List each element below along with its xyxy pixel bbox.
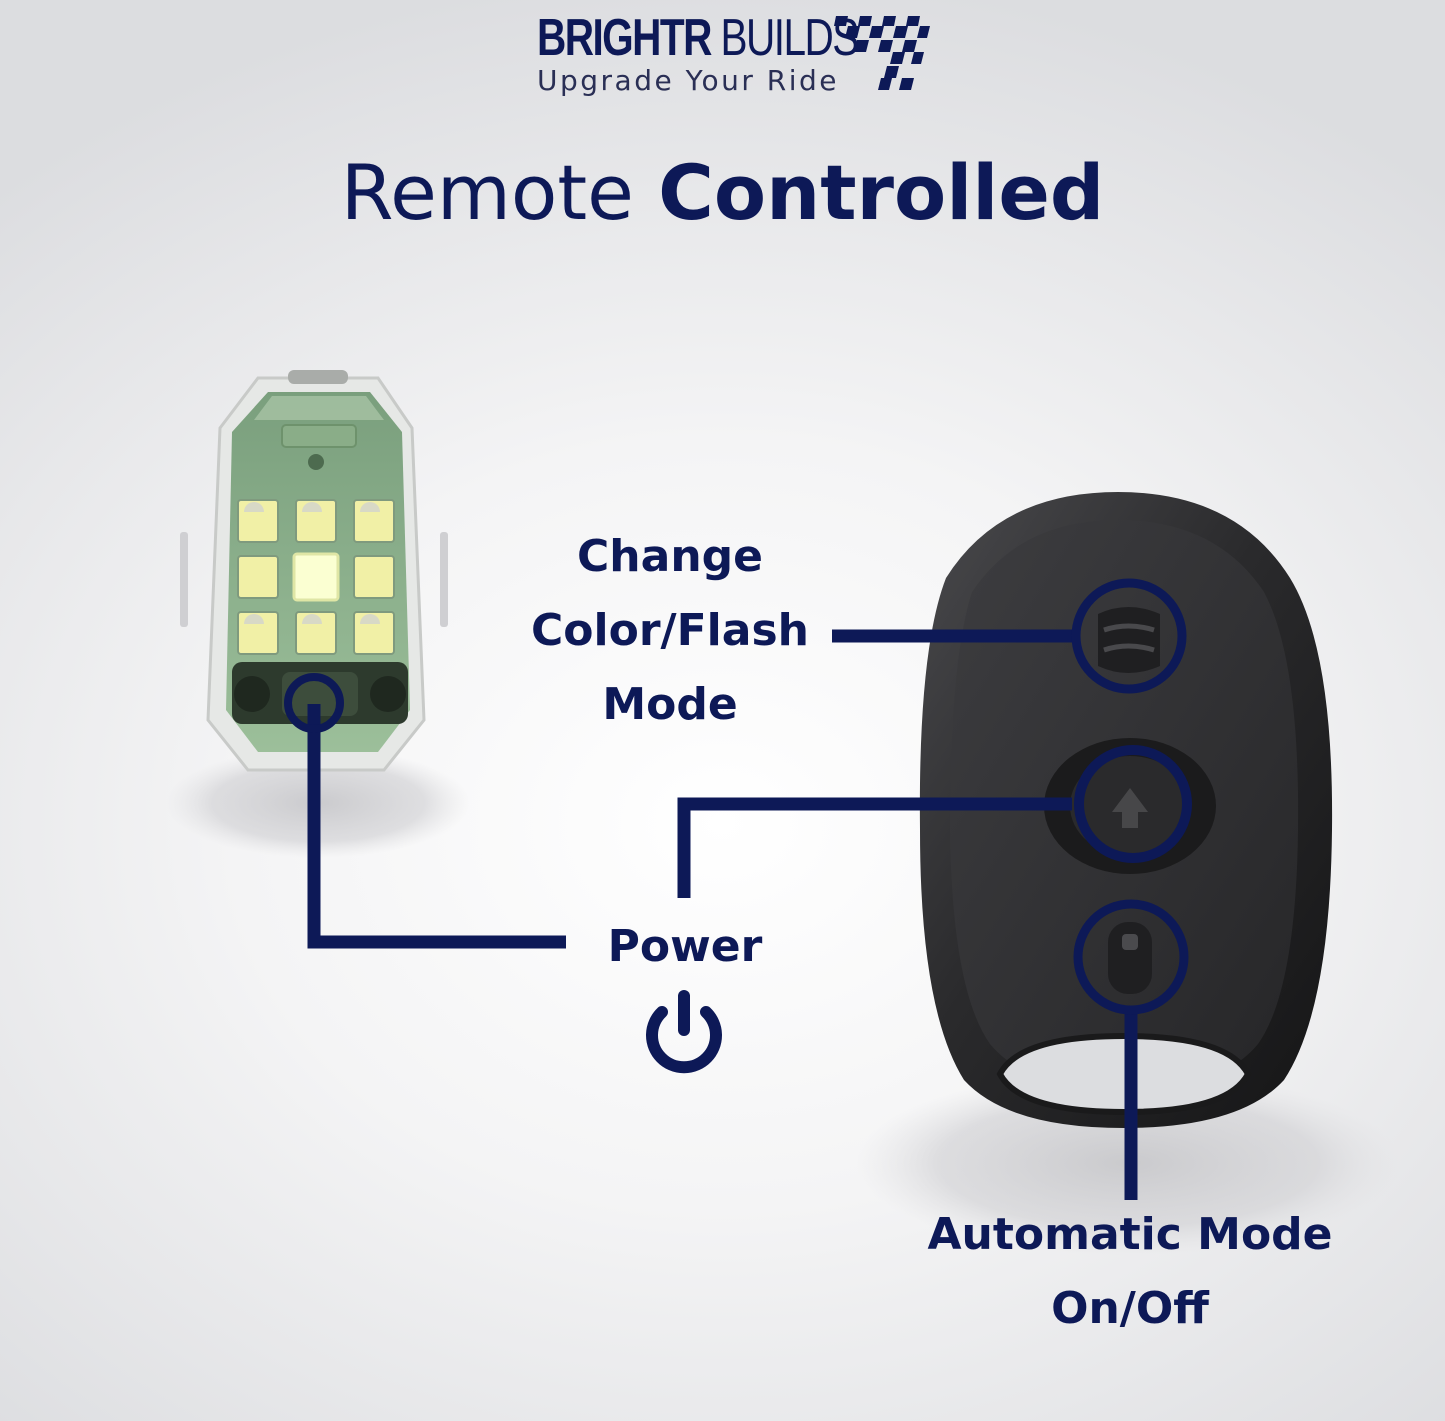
auto-label-line-1: Automatic Mode	[927, 1209, 1333, 1260]
change-label-line-2: Color/Flash	[531, 605, 809, 656]
callout-lines	[307, 629, 1138, 1200]
strobe-light-image	[180, 370, 448, 772]
ring-auto-button	[1073, 899, 1189, 1015]
brand-logo: BRIGHTR BUILDS Upgrade Your Ride	[535, 8, 935, 108]
change-label-line-1: Change	[577, 531, 763, 582]
power-label: Power	[607, 921, 763, 972]
ring-power-button	[1074, 745, 1192, 863]
brand-tagline: Upgrade Your Ride	[537, 64, 840, 97]
checkered-flag-icon	[834, 16, 930, 90]
change-label-line-3: Mode	[602, 679, 738, 730]
callout-rings	[284, 578, 1192, 1015]
callout-line-power-remote	[677, 797, 1072, 898]
page-title: Remote Controlled	[0, 148, 1445, 237]
ring-change-button	[1071, 578, 1187, 694]
power-icon	[646, 990, 722, 1074]
auto-label-line-2: On/Off	[1051, 1283, 1209, 1334]
brand-name-light: BUILDS	[710, 9, 860, 67]
brand-name: BRIGHTR BUILDS	[537, 8, 860, 68]
title-bold: Controlled	[658, 148, 1105, 237]
callout-line-power-light	[307, 704, 566, 949]
brand-name-bold: BRIGHTR	[537, 9, 712, 67]
automatic-mode-label: Automatic Mode On/Off	[870, 1198, 1390, 1346]
title-regular: Remote	[340, 148, 659, 237]
ring-light-button	[284, 673, 344, 733]
remote-control-image	[919, 492, 1333, 1128]
change-color-flash-label: Change Color/Flash Mode	[470, 520, 870, 742]
